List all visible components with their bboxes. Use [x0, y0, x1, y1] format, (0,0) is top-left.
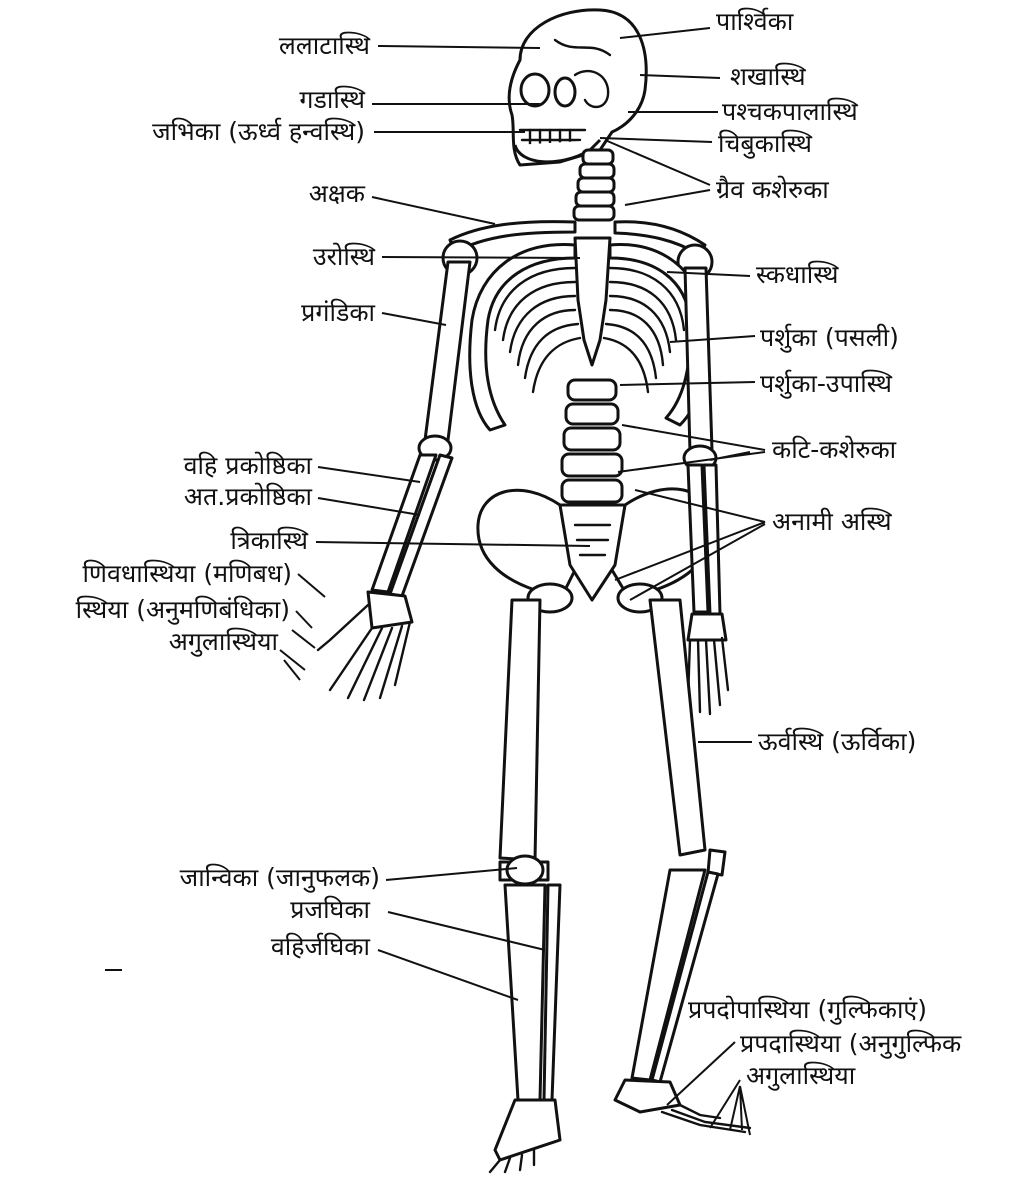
label-prapadoposthiya: प्रपदोपास्थिया (गुल्फिकाएं): [688, 995, 927, 1025]
label-bahi-prakoshthika: वहि प्रकोष्ठिका: [184, 451, 313, 480]
label-pragandika: प्रगंडिका: [301, 298, 375, 327]
left-leg: [490, 600, 560, 1172]
label-urosthi: उरोस्थि: [313, 242, 376, 271]
label-angulasthiya-foot: अगुलास्थिया: [746, 1061, 856, 1091]
label-jambhika: जभिका (ऊर्ध्व हन्वस्थि): [152, 117, 365, 146]
right-arm: [684, 268, 728, 714]
label-gandasthi: गडास्थि: [299, 85, 366, 114]
label-parshuka-upasthi: पर्शुका-उपास्थि: [760, 369, 893, 399]
left-arm: [318, 262, 470, 700]
label-kati-kasheruka: कटि-कशेरुका: [772, 435, 897, 464]
label-pashchakapalasthi: पश्चकपालास्थि: [722, 97, 859, 126]
label-trikasthi: त्रिकास्थि: [230, 526, 309, 555]
pelvis: [478, 489, 712, 612]
label-skandhasthi: स्कधास्थि: [756, 260, 839, 289]
label-anami-asthi: अनामी अस्थि: [772, 507, 893, 536]
label-akshak: अक्षक: [309, 179, 366, 208]
label-prajanghika: प्रजघिका: [290, 895, 370, 924]
right-leg: [615, 600, 750, 1132]
cervical-vertebrae: [574, 150, 614, 220]
skull: [509, 10, 646, 165]
label-bahirjanghika: वहिर्जघिका: [271, 932, 371, 961]
label-shankhasthi: शखास्थि: [730, 62, 807, 91]
label-graiv-kasheruka: ग्रैव कशेरुका: [716, 175, 829, 204]
label-chibukasthi: चिबुकास्थि: [718, 129, 813, 159]
sternum: [575, 238, 610, 365]
label-urvasthi: ऊर्वस्थि (ऊर्विका): [758, 727, 916, 756]
label-manibandhasthiya: णिवधास्थिया (मणिबध): [82, 559, 292, 588]
label-anumanibandhika: स्थिया (अनुमणिबंधिका): [76, 595, 290, 625]
label-ant-prakoshthika: अत.प्रकोष्ठिका: [184, 482, 313, 511]
label-prapadasthiya: प्रपदास्थिया (अनुगुल्फिक: [740, 1029, 962, 1059]
label-parshvika: पार्श्विका: [716, 7, 794, 36]
label-angulasthiya-hand: अगुलास्थिया: [169, 627, 279, 657]
label-janvika: जान्विका (जानुफलक): [180, 863, 380, 893]
labels-right: पार्श्विका शखास्थि पश्चकपालास्थि चिबुकास…: [688, 7, 962, 1091]
skeleton-figure: [318, 10, 750, 1172]
labels-left: ललाटास्थि गडास्थि जभिका (ऊर्ध्व हन्वस्थि…: [76, 31, 380, 961]
lumbar-vertebrae: [562, 380, 622, 502]
label-parshuka: पर्शुका (पसली): [760, 323, 899, 353]
label-lalatasthi: ललाटास्थि: [279, 31, 371, 60]
